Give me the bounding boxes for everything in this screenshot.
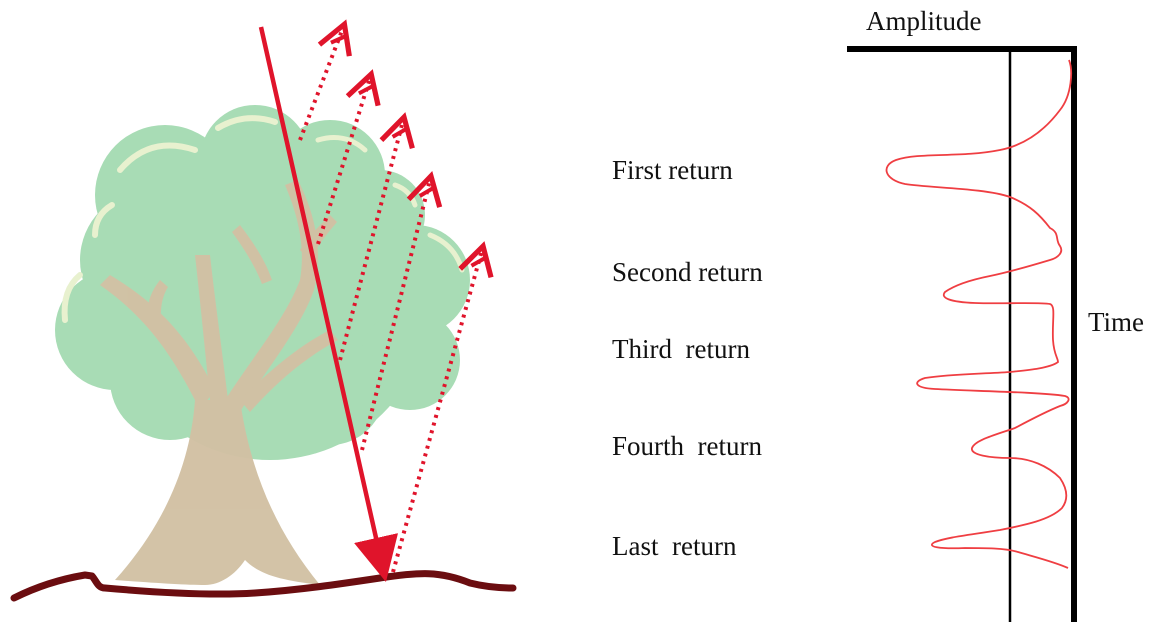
reflected-pulse-2 (316, 69, 381, 245)
amplitude-axis-label: Amplitude (866, 6, 982, 36)
return-waveform (885, 59, 1072, 569)
first-return-label: First return (612, 155, 733, 185)
third-return-label: Third return (612, 334, 750, 364)
last-return-label: Last return (612, 531, 737, 561)
reflected-pulse-4 (360, 171, 443, 451)
ground-line (10, 570, 517, 602)
fourth-return-label: Fourth return (612, 431, 762, 461)
second-return-label: Second return (612, 257, 763, 287)
time-axis-label: Time (1088, 307, 1145, 337)
laser-pulses (258, 19, 494, 582)
incoming-laser-pulse (258, 26, 399, 582)
reflected-pulse-3 (338, 112, 415, 361)
tree-trunk (100, 180, 338, 585)
tree (55, 105, 470, 585)
